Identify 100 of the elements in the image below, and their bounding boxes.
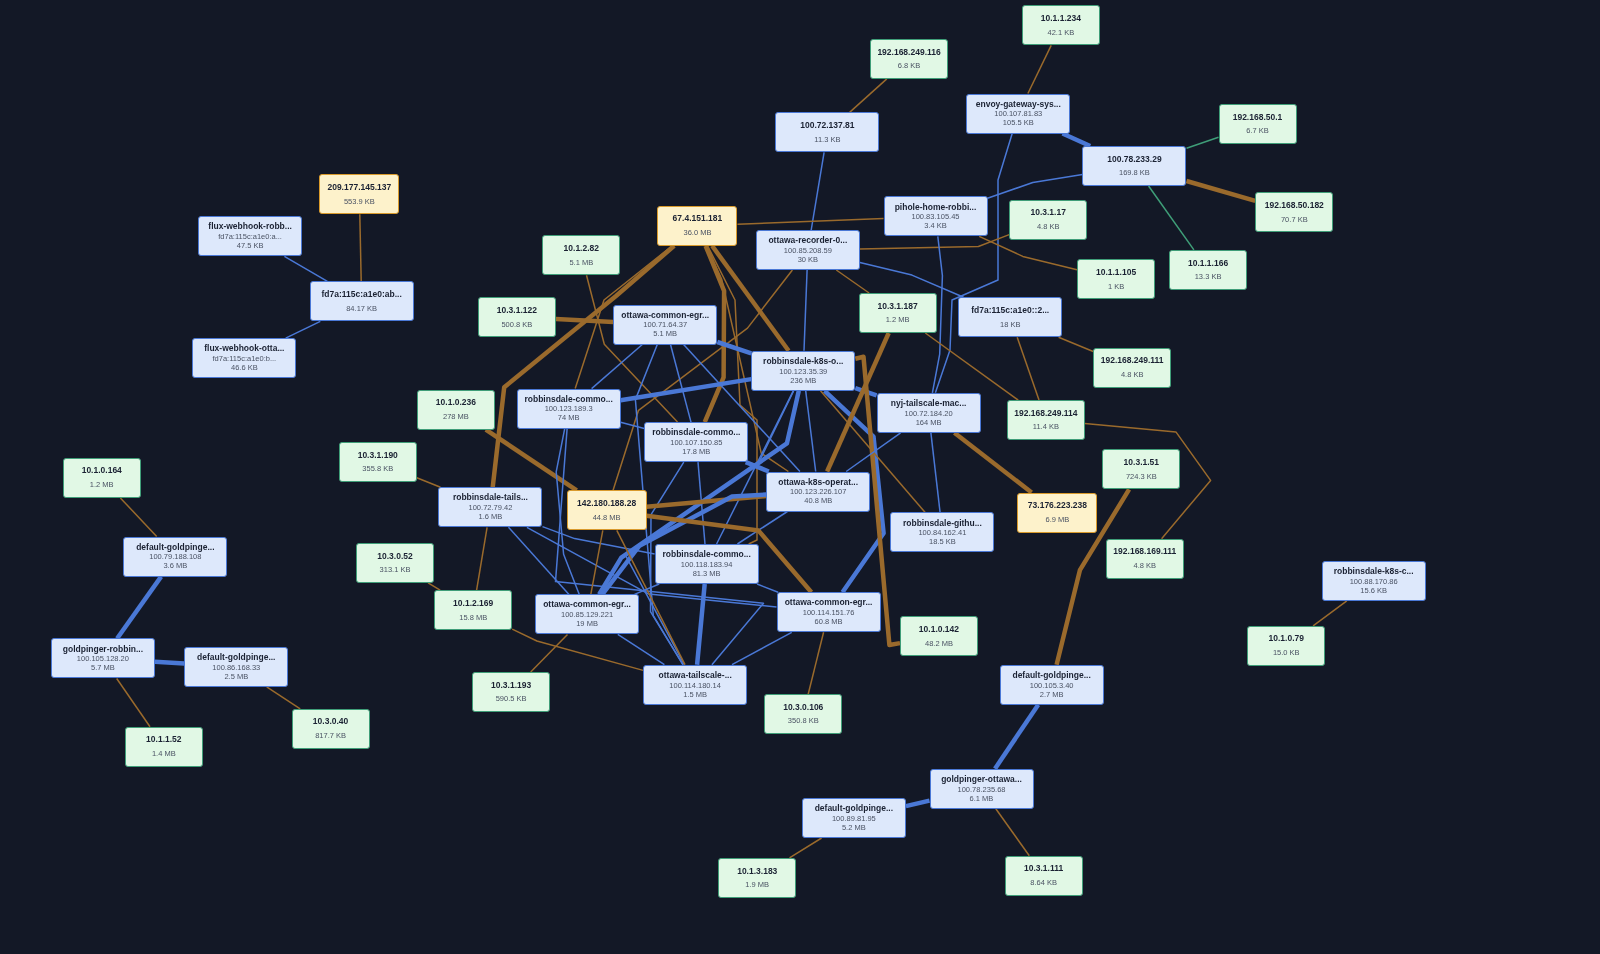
host-card — [1255, 192, 1334, 233]
connector-line — [612, 269, 794, 492]
connector-line — [706, 245, 758, 545]
host-card — [438, 487, 543, 528]
host-card — [416, 389, 495, 430]
connector-line — [616, 529, 686, 666]
connector-line — [416, 476, 442, 489]
host-card — [657, 205, 738, 246]
connector-line — [788, 837, 823, 859]
ip-address: 10.3.1.122 — [496, 305, 537, 316]
host-name: default-goldpinge... — [814, 804, 894, 814]
host-card — [870, 38, 949, 79]
connector-line — [835, 269, 870, 294]
connector-line — [585, 274, 679, 423]
connector-line — [1054, 488, 1132, 666]
ip-address: fd7a:115c:a1e0:ab... — [321, 290, 402, 300]
connector-line — [993, 703, 1041, 770]
host-card — [1218, 104, 1297, 144]
connector-line — [697, 461, 706, 545]
connector-line — [978, 235, 1078, 271]
ip-address: 192.168.169.111 — [1113, 547, 1177, 558]
host-card — [613, 304, 718, 345]
connector-line — [1027, 44, 1052, 95]
host-card — [124, 726, 203, 767]
host-name: pihole-home-robbi... — [894, 202, 977, 213]
host-name: robbinsdale-k8s-o... — [763, 356, 844, 367]
ip-address: 10.3.0.52 — [377, 551, 413, 562]
host-name: nyj-tailscale-mac... — [890, 398, 967, 409]
connector-line — [590, 529, 604, 596]
connector-line — [756, 583, 779, 594]
host-card — [755, 230, 860, 270]
connector-line — [823, 389, 886, 594]
connector-line — [511, 628, 644, 672]
host-card — [1021, 5, 1100, 46]
ip-address: 192.168.50.182 — [1264, 200, 1324, 211]
ip-address: 10.1.0.164 — [81, 466, 122, 477]
connector-line — [1147, 185, 1195, 251]
host-name: ottawa-recorder-0... — [768, 236, 848, 246]
connector-line — [490, 244, 676, 488]
connector-line — [807, 631, 825, 695]
ip-address: 10.1.1.166 — [1187, 258, 1229, 269]
host-name: robbinsdale-tails... — [452, 493, 528, 504]
ip-address: 100.72.137.81 — [800, 121, 855, 131]
ip-address: 10.3.1.190 — [357, 450, 398, 461]
host-card — [876, 392, 981, 433]
host-card — [1082, 146, 1187, 186]
connector-line — [934, 132, 1013, 394]
connector-line — [682, 343, 801, 473]
host-card — [472, 672, 551, 713]
host-card — [890, 512, 995, 553]
host-card — [356, 542, 434, 583]
host-card — [1009, 199, 1088, 240]
host-card — [643, 664, 748, 705]
connector-line — [736, 217, 885, 226]
connector-line — [848, 78, 888, 114]
connector-line — [646, 513, 814, 594]
connector-line — [986, 173, 1084, 200]
ip-address: 10.3.1.111 — [1023, 864, 1064, 875]
connector-line — [1057, 336, 1094, 353]
host-card — [1077, 259, 1156, 300]
host-name: flux-webhook-robb... — [208, 222, 292, 233]
host-name: flux-webhook-otta... — [204, 344, 285, 354]
connector-line — [702, 244, 727, 423]
connector-line — [845, 432, 902, 473]
host-card — [883, 196, 988, 237]
ip-address: 209.177.145.137 — [327, 182, 392, 193]
connector-line — [119, 497, 158, 538]
connector-line — [526, 526, 778, 608]
host-name: robbinsdale-githu... — [902, 518, 982, 529]
connector-line — [600, 492, 767, 596]
ip-address: 100.78.233.29 — [1107, 154, 1162, 165]
ip-address: 10.1.3.183 — [737, 866, 778, 877]
host-name: goldpinger-robbin... — [62, 644, 143, 655]
connector-line — [810, 151, 825, 231]
host-card — [192, 338, 297, 379]
host-card — [62, 457, 141, 498]
connector-line — [620, 376, 752, 403]
host-card — [1102, 449, 1181, 490]
connector-line — [930, 432, 941, 514]
host-card — [858, 293, 937, 333]
host-name: ottawa-k8s-operat... — [778, 477, 859, 488]
host-name: default-goldpinge... — [136, 542, 215, 553]
connector-line — [265, 686, 301, 710]
host-card — [50, 638, 155, 679]
ip-address: fd7a:115c:a1e0::2... — [971, 305, 1050, 316]
host-card — [776, 592, 881, 633]
host-card — [1004, 855, 1083, 896]
host-card — [764, 694, 843, 735]
ip-address: 10.1.0.79 — [1268, 634, 1304, 645]
connector-line — [1185, 178, 1256, 204]
ip-address: 142.180.188.28 — [577, 499, 637, 509]
connector-line — [554, 427, 765, 666]
host-card — [477, 297, 556, 338]
connector-line — [624, 390, 795, 666]
connector-line — [731, 631, 793, 666]
connector-line — [115, 677, 151, 728]
connector-line — [541, 525, 656, 555]
host-card — [1006, 400, 1085, 441]
host-name: ottawa-tailscale-... — [658, 670, 732, 681]
ip-address: 10.1.2.169 — [453, 598, 494, 609]
